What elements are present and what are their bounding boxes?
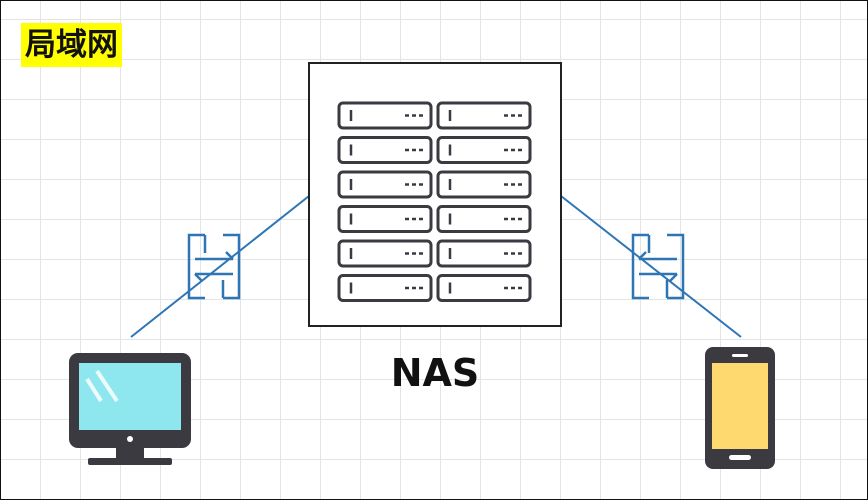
data-transfer-icon-left — [187, 233, 241, 300]
server-drawer — [337, 136, 433, 164]
server-drawer — [436, 170, 532, 199]
server-drawer — [337, 274, 433, 302]
server-drawer — [436, 101, 532, 130]
server-drawer — [436, 136, 532, 164]
link-line-desktop — [130, 195, 310, 338]
nas-label: NAS — [390, 351, 480, 395]
smartphone-icon — [705, 347, 775, 469]
server-drawer — [436, 239, 532, 268]
server-drawer — [337, 205, 433, 233]
link-line-phone — [560, 195, 742, 338]
server-rack-icon — [337, 101, 532, 302]
server-drawer — [436, 205, 532, 233]
server-drawer — [436, 274, 532, 302]
server-drawer — [337, 239, 433, 268]
data-transfer-icon-right — [631, 233, 685, 300]
desktop-computer-icon — [69, 353, 191, 465]
page-title: 局域网 — [21, 23, 122, 67]
server-drawer — [337, 170, 433, 199]
server-drawer — [337, 101, 433, 130]
